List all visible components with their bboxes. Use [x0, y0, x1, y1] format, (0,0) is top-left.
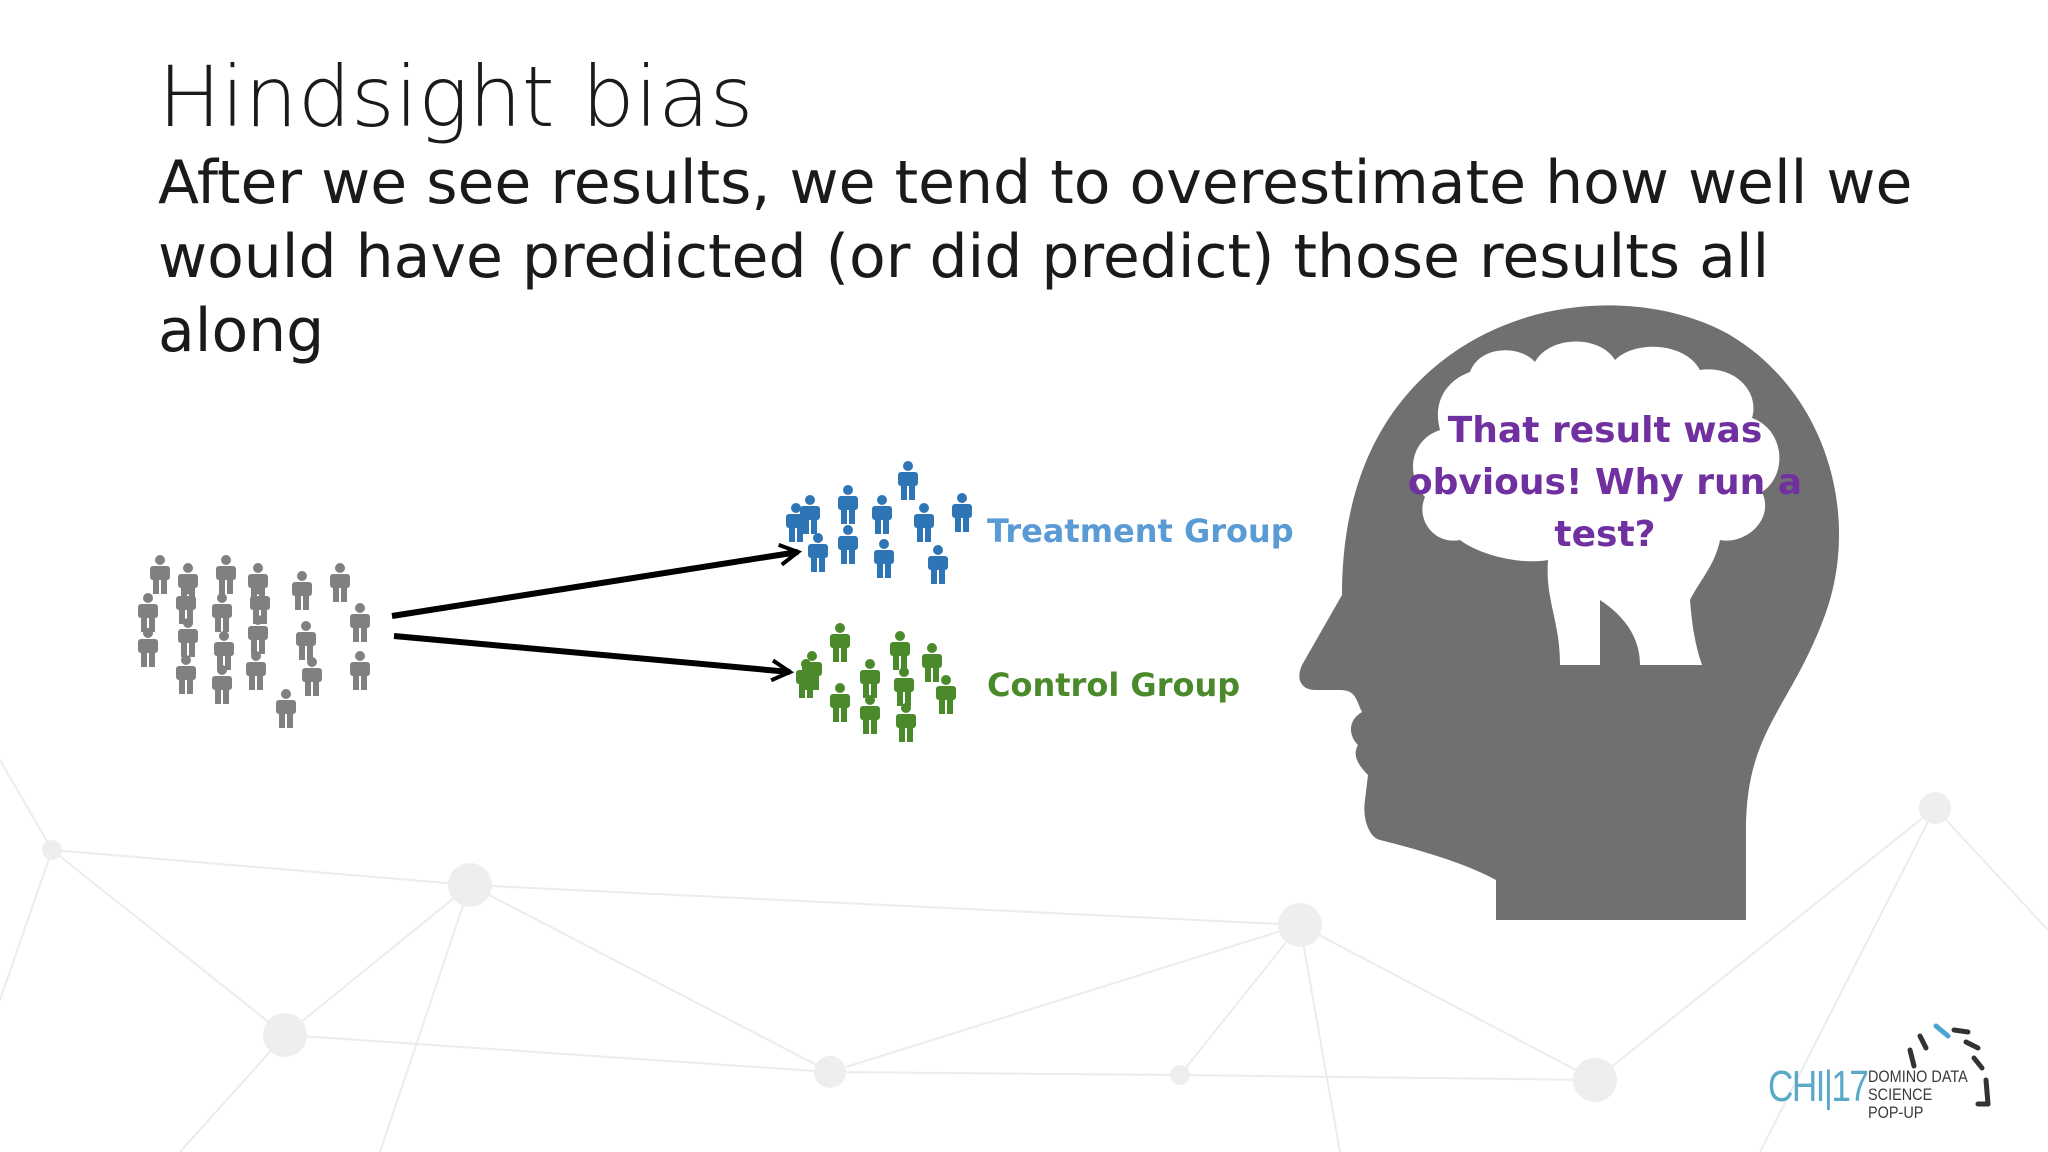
- population-crowd-icon: [138, 555, 370, 728]
- logo-mark-icon: [1907, 1023, 1991, 1107]
- control-group-label: Control Group: [987, 666, 1241, 704]
- logo-year: 17: [1831, 1062, 1869, 1111]
- arrow-to-treatment: [391, 552, 798, 619]
- arrow-to-control: [393, 633, 790, 672]
- logo-line-1: DOMINO DATA: [1868, 1067, 1968, 1086]
- control-group-icon: [796, 623, 956, 742]
- treatment-group-icon: [786, 461, 972, 584]
- logo-event: CHI: [1768, 1062, 1825, 1111]
- logo-separator: |: [1823, 1062, 1833, 1111]
- thought-cloud: [1413, 341, 1780, 665]
- logo-wordmark: CHI|17: [1768, 1062, 1869, 1112]
- slide-subtitle: After we see results, we tend to overest…: [158, 148, 1913, 366]
- treatment-group-label: Treatment Group: [987, 512, 1294, 550]
- logo-caption: DOMINO DATA SCIENCE POP-UP: [1868, 1068, 1970, 1122]
- thought-text: That result was obvious! Why run a test?: [1407, 410, 1803, 555]
- head-silhouette-icon: [1299, 305, 1840, 920]
- chi17-logo: CHI|17 DOMINO DATA SCIENCE POP-UP: [1768, 1008, 2008, 1122]
- slide-title: Hindsight bias: [158, 48, 754, 146]
- logo-line-2: SCIENCE POP-UP: [1868, 1085, 1933, 1122]
